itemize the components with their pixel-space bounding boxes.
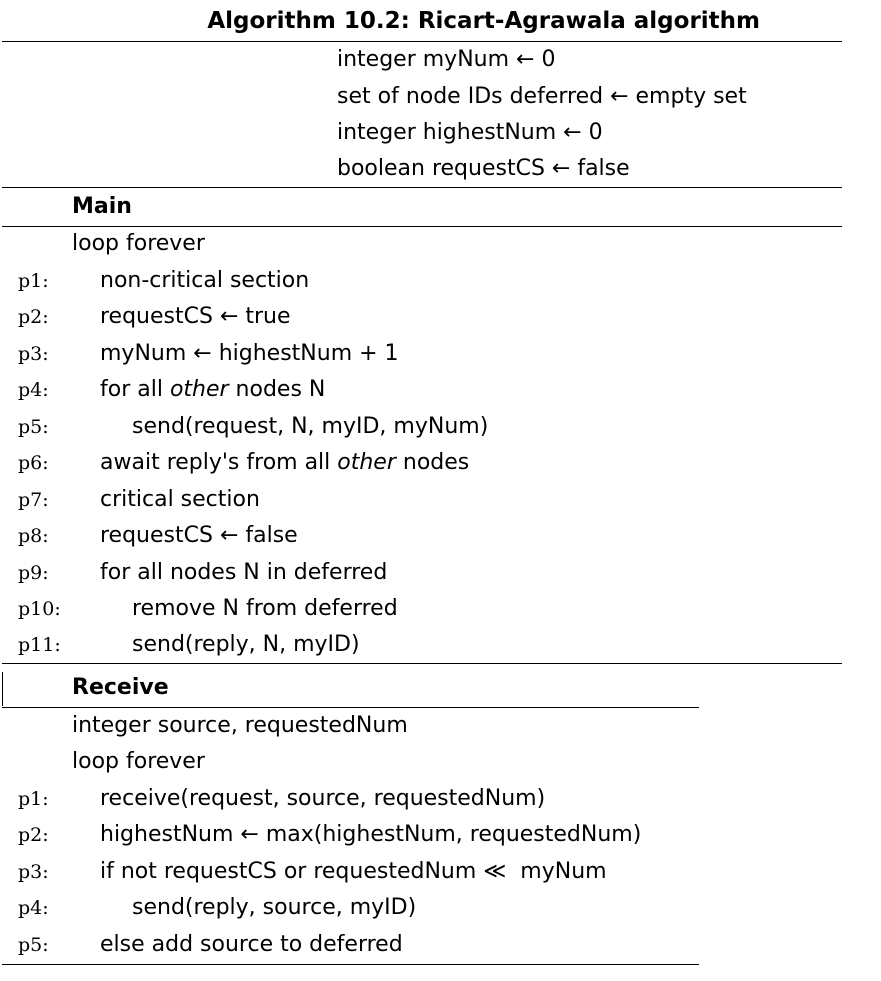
main-line-label: p2: — [18, 306, 49, 328]
receive-line-text: highestNum ← max(highestNum, requestedNu… — [100, 822, 642, 847]
receive-line-text: if not requestCS or requestedNum ≪ myNum — [100, 859, 607, 884]
left-border-receive — [2, 672, 3, 706]
main-line-label: p4: — [18, 379, 49, 401]
main-line-label: p3: — [18, 343, 49, 365]
rule-end-main — [2, 663, 842, 664]
main-line-text: myNum ← highestNum + 1 — [100, 341, 399, 366]
main-line-label: p10: — [18, 598, 61, 620]
text-run: await reply's from all — [100, 450, 338, 475]
text-run: nodes — [395, 450, 470, 475]
main-line-label: p5: — [18, 416, 49, 438]
main-line-text: send(request, N, myID, myNum) — [132, 414, 489, 439]
main-line-text: requestCS ← true — [100, 304, 291, 329]
main-line-text: for all other nodes N — [100, 376, 325, 404]
global-decl-1: integer myNum ← 0 — [337, 47, 556, 72]
rule-above-main — [2, 187, 842, 188]
receive-loop-forever: loop forever — [72, 749, 205, 774]
receive-heading: Receive — [72, 675, 169, 700]
main-line-text: critical section — [100, 487, 260, 512]
main-line-label: p7: — [18, 489, 49, 511]
algorithm-title: Algorithm 10.2: Ricart-Agrawala algorith… — [207, 8, 760, 34]
rule-under-receive-heading — [2, 707, 699, 708]
receive-line-label: p4: — [18, 897, 49, 919]
rule-under-title — [2, 41, 842, 42]
emphasized-text: other — [169, 377, 229, 402]
global-decl-4: boolean requestCS ← false — [337, 156, 630, 181]
main-line-label: p11: — [18, 634, 61, 656]
global-decl-2: set of node IDs deferred ← empty set — [337, 84, 747, 109]
receive-line-label: p5: — [18, 934, 49, 956]
main-line-text: send(reply, N, myID) — [132, 632, 360, 657]
main-line-text: for all nodes N in deferred — [100, 560, 388, 585]
main-line-text: non-critical section — [100, 268, 310, 293]
receive-line-text: receive(request, source, requestedNum) — [100, 786, 546, 811]
main-loop-forever: loop forever — [72, 231, 205, 256]
main-heading: Main — [72, 194, 132, 219]
main-line-label: p1: — [18, 270, 49, 292]
main-line-label: p6: — [18, 452, 49, 474]
main-line-label: p9: — [18, 562, 49, 584]
receive-line-text: else add source to deferred — [100, 932, 403, 957]
text-run: for all — [100, 377, 170, 402]
receive-line-label: p2: — [18, 824, 49, 846]
rule-under-main-heading — [2, 226, 842, 227]
main-line-label: p8: — [18, 525, 49, 547]
global-decl-3: integer highestNum ← 0 — [337, 120, 603, 145]
main-line-text: remove N from deferred — [132, 596, 398, 621]
emphasized-text: other — [337, 450, 396, 475]
main-line-text: requestCS ← false — [100, 523, 298, 548]
receive-line-text: send(reply, source, myID) — [132, 895, 417, 920]
receive-decl: integer source, requestedNum — [72, 713, 408, 738]
receive-line-label: p3: — [18, 861, 49, 883]
rule-end-receive — [2, 964, 699, 965]
receive-line-label: p1: — [18, 788, 49, 810]
main-line-text: await reply's from all other nodes — [100, 449, 469, 477]
text-run: nodes N — [228, 377, 326, 402]
